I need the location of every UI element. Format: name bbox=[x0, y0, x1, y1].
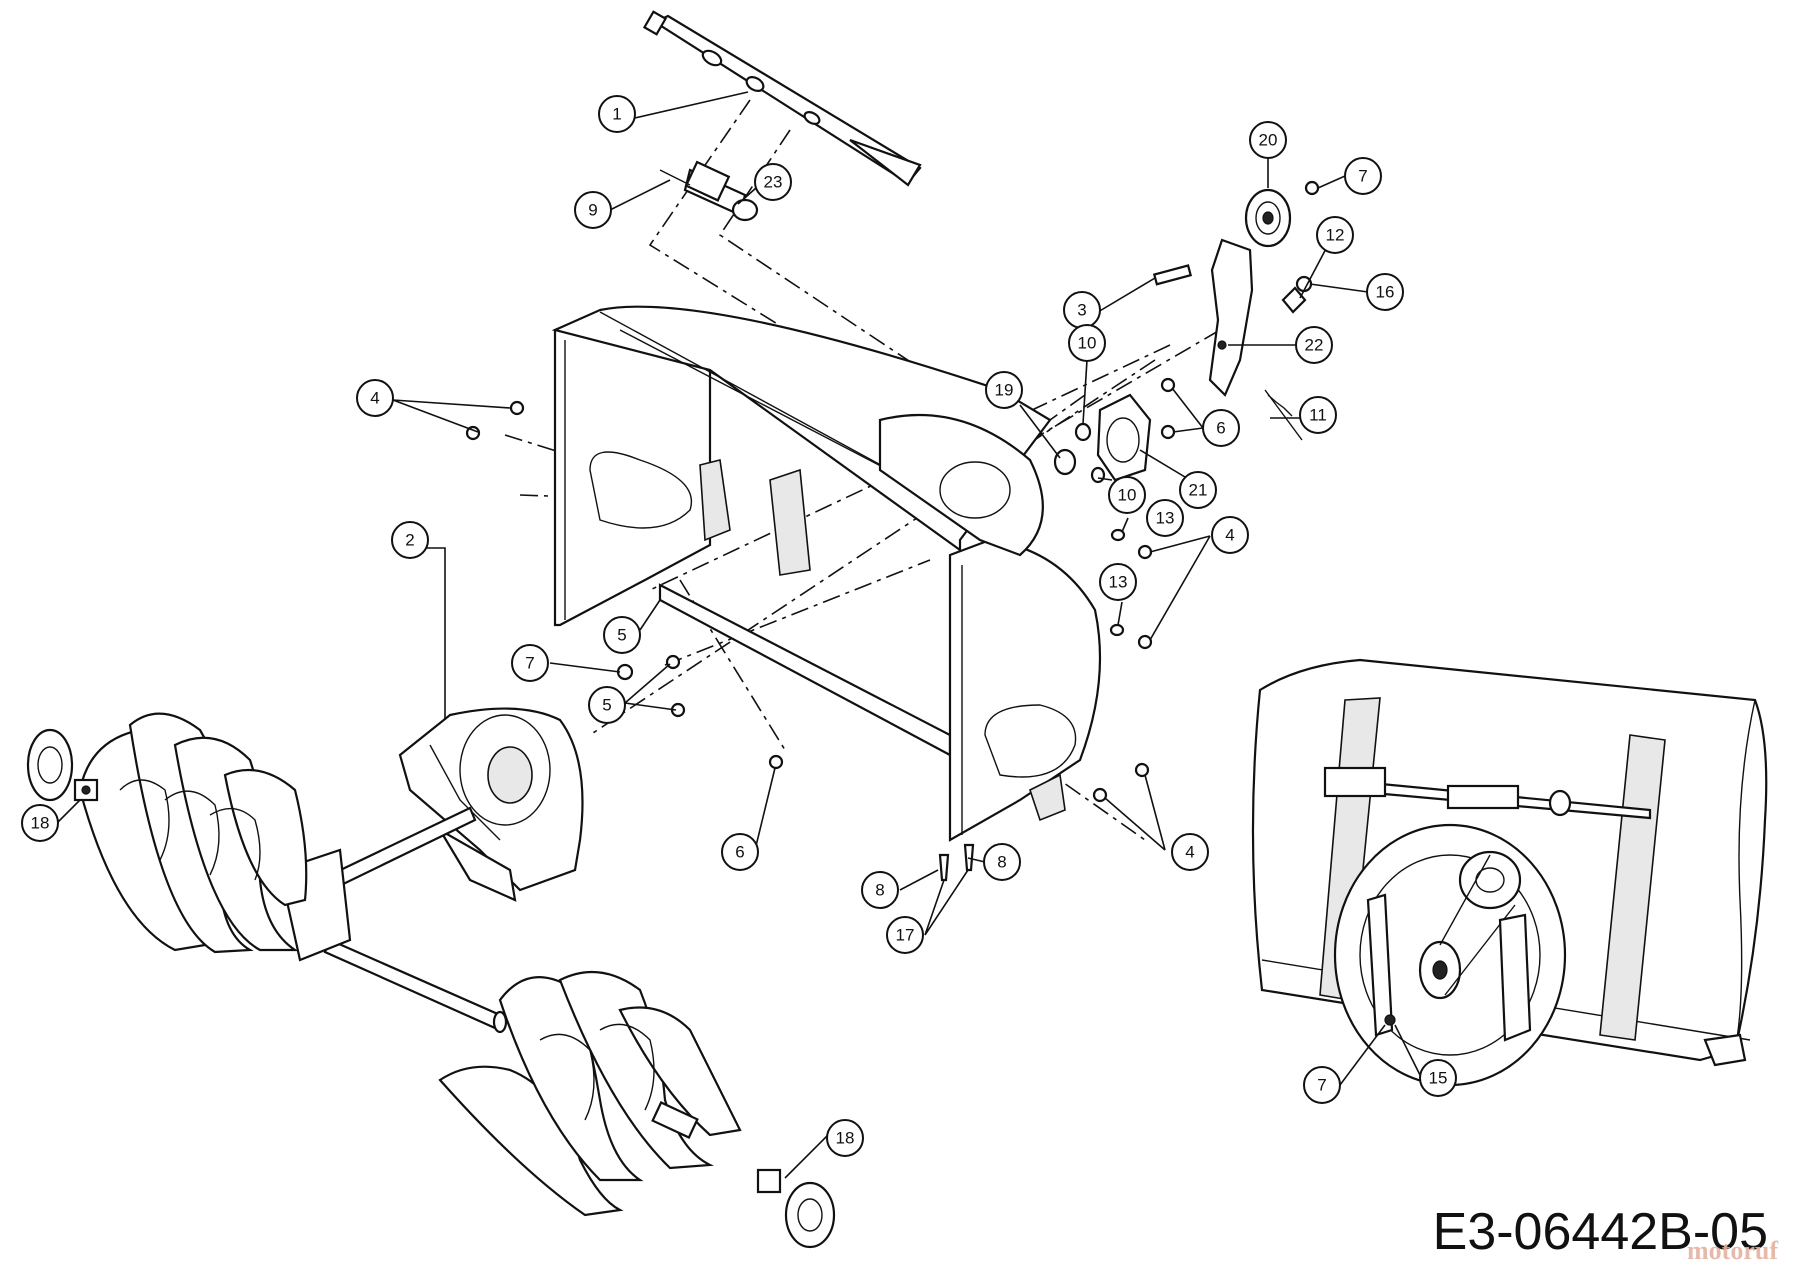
svg-text:20: 20 bbox=[1259, 131, 1278, 150]
part-chute-bracket bbox=[659, 160, 759, 222]
callout-4-right-lower: 4 bbox=[1171, 833, 1209, 871]
callout-1: 1 bbox=[598, 95, 636, 133]
svg-text:6: 6 bbox=[735, 843, 744, 862]
callout-3: 3 bbox=[1063, 291, 1101, 329]
svg-text:12: 12 bbox=[1326, 226, 1345, 245]
part-auger-shaft bbox=[278, 806, 508, 1034]
callout-7-left: 7 bbox=[511, 644, 549, 682]
svg-text:10: 10 bbox=[1118, 486, 1137, 505]
callout-2: 2 bbox=[391, 521, 429, 559]
part-right-auger bbox=[438, 970, 742, 1217]
svg-text:5: 5 bbox=[617, 626, 626, 645]
pulley-assembly bbox=[1152, 180, 1320, 441]
svg-text:16: 16 bbox=[1376, 283, 1395, 302]
svg-text:6: 6 bbox=[1216, 419, 1225, 438]
part-left-bearing bbox=[26, 728, 99, 802]
svg-text:7: 7 bbox=[1358, 167, 1367, 186]
svg-text:4: 4 bbox=[1225, 526, 1234, 545]
callout-12: 12 bbox=[1316, 216, 1354, 254]
callout-11: 11 bbox=[1299, 396, 1337, 434]
auger-housing bbox=[551, 305, 1102, 842]
svg-text:5: 5 bbox=[602, 696, 611, 715]
callout-9: 9 bbox=[574, 191, 612, 229]
svg-text:8: 8 bbox=[997, 853, 1006, 872]
callout-13-upper: 13 bbox=[1146, 499, 1184, 537]
callout-18-left: 18 bbox=[21, 804, 59, 842]
callout-7-top: 7 bbox=[1344, 157, 1382, 195]
svg-text:4: 4 bbox=[370, 389, 379, 408]
callout-8-right: 8 bbox=[983, 843, 1021, 881]
svg-text:15: 15 bbox=[1429, 1069, 1448, 1088]
svg-text:3: 3 bbox=[1077, 301, 1086, 320]
callout-5-upper: 5 bbox=[603, 616, 641, 654]
bearing-flange-group bbox=[1053, 377, 1176, 650]
svg-text:22: 22 bbox=[1305, 336, 1324, 355]
svg-text:4: 4 bbox=[1185, 843, 1194, 862]
callout-20: 20 bbox=[1249, 121, 1287, 159]
svg-text:23: 23 bbox=[764, 173, 783, 192]
callout-18-right: 18 bbox=[826, 1119, 864, 1157]
callout-5-lower: 5 bbox=[588, 686, 626, 724]
callout-10-lower: 10 bbox=[1108, 476, 1146, 514]
svg-text:11: 11 bbox=[1309, 406, 1327, 425]
callout-19: 19 bbox=[985, 371, 1023, 409]
watermark-logo: motoruf bbox=[1687, 1236, 1778, 1265]
callout-4-right-upper: 4 bbox=[1211, 516, 1249, 554]
leader-lines bbox=[57, 91, 1421, 1179]
callout-10-upper: 10 bbox=[1068, 324, 1106, 362]
svg-text:10: 10 bbox=[1078, 334, 1097, 353]
svg-text:19: 19 bbox=[995, 381, 1014, 400]
svg-text:18: 18 bbox=[31, 814, 50, 833]
svg-text:17: 17 bbox=[896, 926, 915, 945]
callout-21: 21 bbox=[1179, 471, 1217, 509]
svg-text:13: 13 bbox=[1156, 509, 1175, 528]
svg-text:8: 8 bbox=[875, 881, 884, 900]
svg-text:21: 21 bbox=[1189, 481, 1208, 500]
callout-8-left: 8 bbox=[861, 871, 899, 909]
part-right-bearing bbox=[756, 1168, 836, 1249]
part-impeller bbox=[398, 707, 584, 902]
part-chute-crank-rod bbox=[642, 10, 922, 187]
callout-23: 23 bbox=[754, 163, 792, 201]
callout-15: 15 bbox=[1419, 1059, 1457, 1097]
callout-13-lower: 13 bbox=[1099, 563, 1137, 601]
svg-text:9: 9 bbox=[588, 201, 597, 220]
callout-17: 17 bbox=[886, 916, 924, 954]
svg-text:7: 7 bbox=[1317, 1076, 1326, 1095]
callout-7-inset: 7 bbox=[1303, 1066, 1341, 1104]
callout-6-lower: 6 bbox=[721, 833, 759, 871]
callout-4-left: 4 bbox=[356, 379, 394, 417]
callout-22: 22 bbox=[1295, 326, 1333, 364]
svg-text:1: 1 bbox=[612, 105, 621, 124]
svg-text:7: 7 bbox=[525, 654, 534, 673]
drawing-code-label: E3-06442B-05 bbox=[1432, 1203, 1768, 1261]
callout-6-right: 6 bbox=[1202, 409, 1240, 447]
assembled-housing-inset bbox=[1251, 658, 1768, 1087]
svg-text:13: 13 bbox=[1109, 573, 1128, 592]
part-left-auger bbox=[78, 712, 308, 954]
svg-text:18: 18 bbox=[836, 1129, 855, 1148]
callout-16: 16 bbox=[1366, 273, 1404, 311]
svg-text:2: 2 bbox=[405, 531, 414, 550]
